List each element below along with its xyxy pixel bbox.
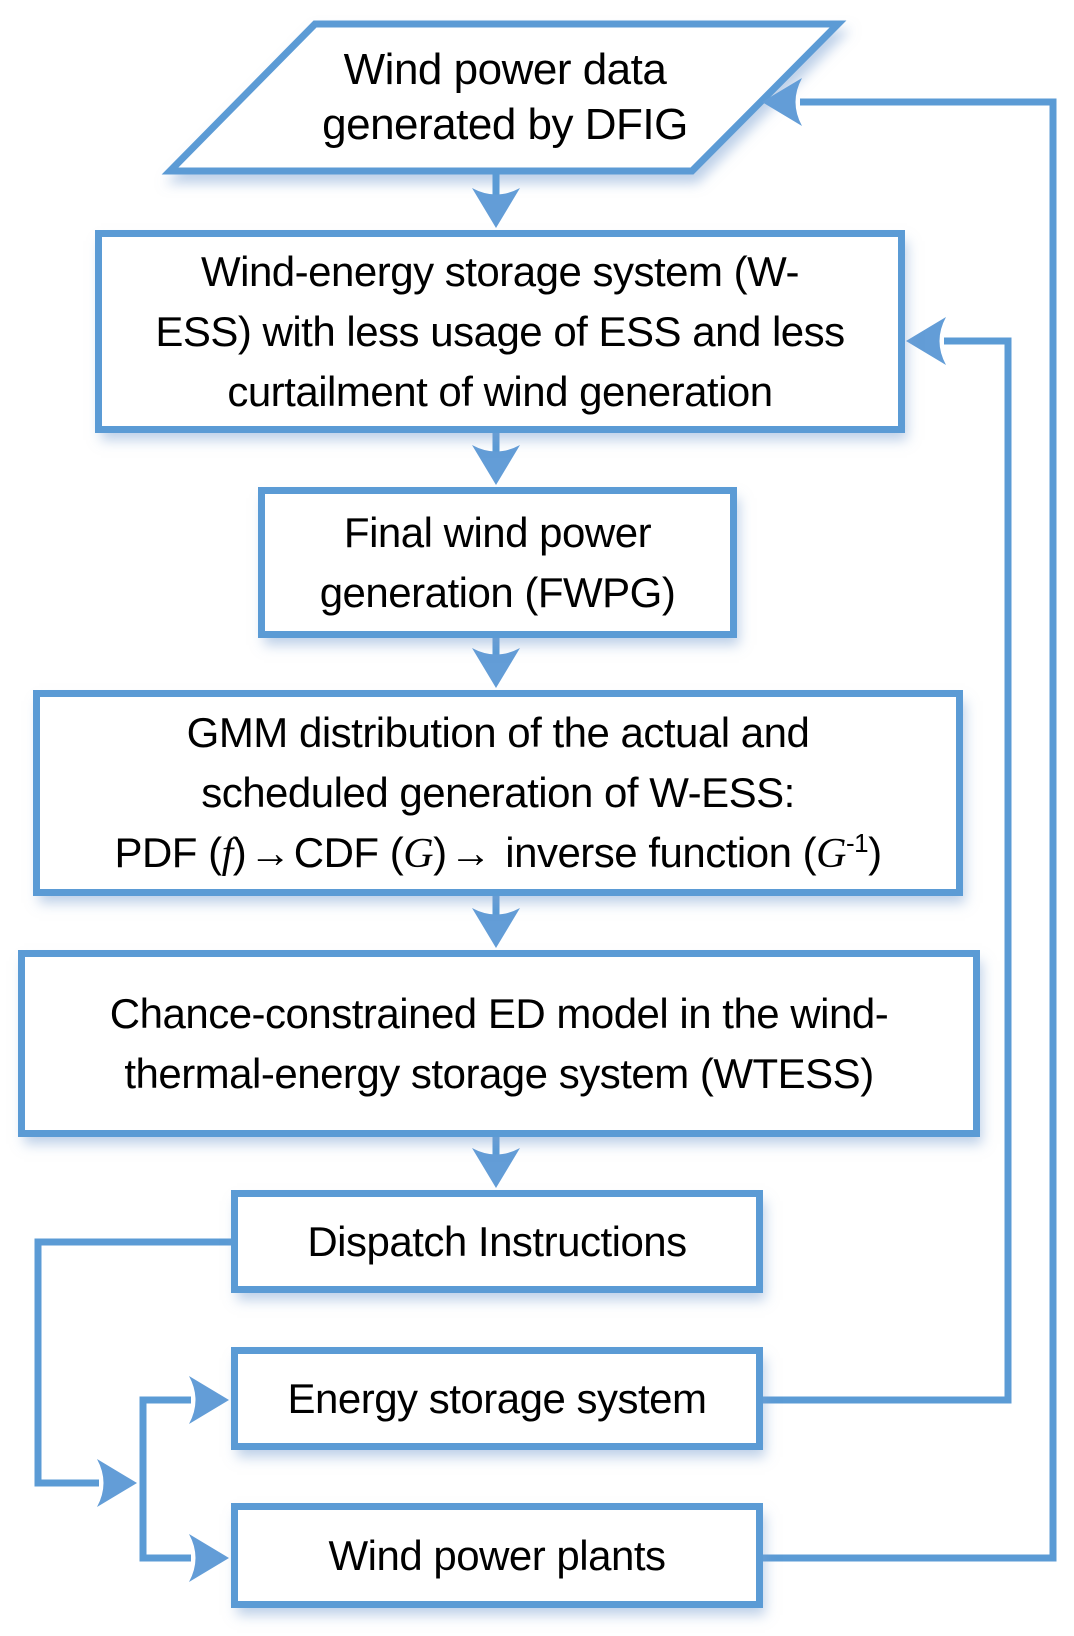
fwpg-line2: generation (FWPG) xyxy=(319,568,676,616)
arrowhead-down-4 xyxy=(472,908,520,948)
wpp-line1: Wind power plants xyxy=(328,1531,667,1579)
gmm-line2: scheduled generation of W-ESS: xyxy=(201,768,795,816)
formula-superscript: -1 xyxy=(845,827,869,858)
arrowhead-down-1 xyxy=(472,188,520,228)
formula-mid1: ) xyxy=(232,828,247,876)
formula-g-inverse-symbol: G xyxy=(816,830,846,877)
energy-storage-system-node: Energy storage system xyxy=(231,1347,763,1450)
formula-mid4: inverse function ( xyxy=(494,828,817,876)
feedback-ess-to-wess xyxy=(763,317,1012,1404)
arrowhead-left-wess xyxy=(906,317,946,365)
gmm-formula-line: PDF (f)→CDF (G)→ inverse function (G-1) xyxy=(114,823,882,884)
spine-arrows xyxy=(472,171,520,1188)
dispatch-branch-loop xyxy=(34,1238,231,1582)
fwpg-node: Final wind power generation (FWPG) xyxy=(258,487,737,638)
fwpg-line1: Final wind power xyxy=(343,508,652,556)
gmm-node: GMM distribution of the actual and sched… xyxy=(33,690,963,896)
formula-mid2: CDF ( xyxy=(293,828,404,876)
arrowhead-down-2 xyxy=(472,445,520,485)
arrowhead-left-winddata xyxy=(762,78,802,126)
arrowhead-down-5 xyxy=(472,1148,520,1188)
arrowhead-right-wpp xyxy=(189,1534,229,1582)
wind-power-plants-node: Wind power plants xyxy=(231,1503,763,1608)
ess-line1: Energy storage system xyxy=(287,1374,707,1422)
right-arrow-glyph-1: → xyxy=(249,828,291,876)
dispatch-line1: Dispatch Instructions xyxy=(307,1217,687,1265)
right-arrow-glyph-2: → xyxy=(449,828,492,876)
formula-suffix: ) xyxy=(868,828,882,876)
formula-mid3: ) xyxy=(433,828,447,876)
wind-data-line1: Wind power data xyxy=(343,45,667,94)
wess-line3: curtailment of wind generation xyxy=(227,367,773,415)
gmm-line1: GMM distribution of the actual and xyxy=(186,708,810,756)
wind-data-line2: generated by DFIG xyxy=(322,100,688,149)
wind-data-parallelogram-shape xyxy=(161,20,847,175)
wess-line1: Wind-energy storage system (W- xyxy=(200,247,800,295)
wess-line2: ESS) with less usage of ESS and less xyxy=(155,307,845,355)
arrowhead-down-3 xyxy=(472,648,520,688)
formula-f-symbol: f xyxy=(221,830,234,877)
formula-g-symbol: G xyxy=(403,830,434,877)
wtess-node: Chance-constrained ED model in the wind-… xyxy=(18,950,980,1137)
wind-data-node: Wind power data generated by DFIG xyxy=(230,28,780,166)
arrowhead-right-ess xyxy=(189,1376,229,1424)
formula-prefix: PDF ( xyxy=(114,828,222,876)
wess-node: Wind-energy storage system (W- ESS) with… xyxy=(95,230,905,433)
dispatch-instructions-node: Dispatch Instructions xyxy=(231,1190,763,1293)
wtess-line1: Chance-constrained ED model in the wind- xyxy=(109,989,889,1037)
feedback-wpp-to-winddata xyxy=(762,78,1057,1562)
wtess-line2: thermal-energy storage system (WTESS) xyxy=(124,1049,874,1097)
arrowhead-right-junction xyxy=(97,1459,137,1507)
